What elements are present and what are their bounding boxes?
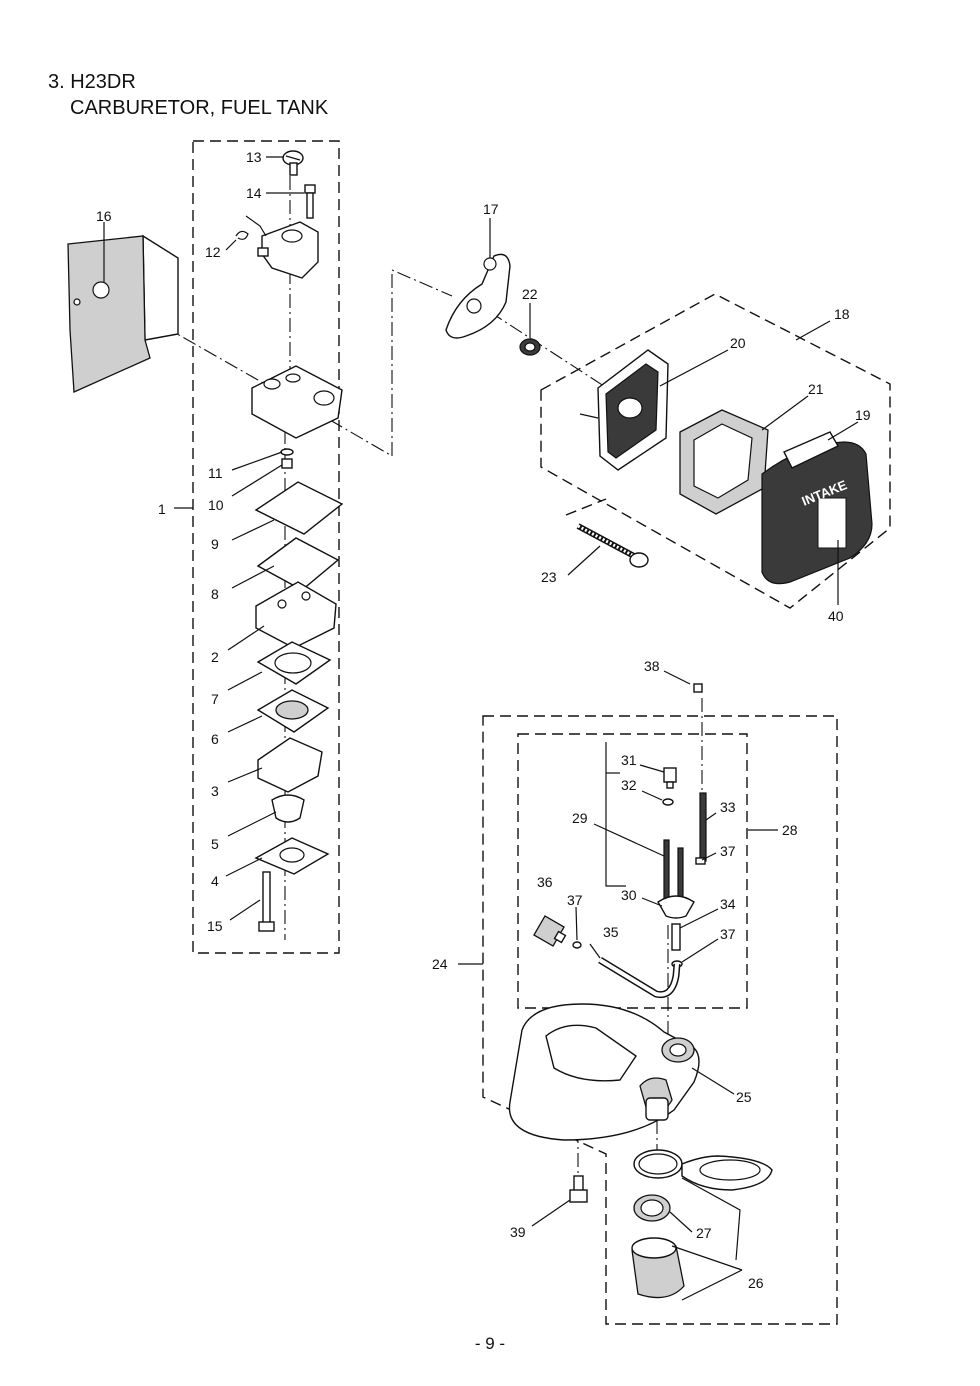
callout-22: 22 [522,286,538,302]
callout-20: 20 [730,335,746,351]
part-11-o-ring [280,448,294,456]
part-36-fuel-filter [533,915,567,947]
carburetor-assembly-box [192,140,340,954]
part-14-screw [304,184,316,219]
part-23-long-screw [576,523,649,568]
callout-40: 40 [828,608,844,624]
part-37-clip-c [695,857,706,865]
part-38-cap [693,683,703,693]
callout-24: 24 [432,956,448,972]
screw-guide-dash [565,498,607,516]
callout-37-left: 37 [567,892,583,908]
part-27-hole [640,1199,664,1217]
callout-7: 7 [211,691,219,707]
callout-1: 1 [158,501,166,517]
callout-29: 29 [572,810,588,826]
part-8-diaphragm [256,537,340,591]
part-5-primer [271,794,305,823]
part-20-air-cleaner-case [579,349,669,471]
centerline-flange-case [489,311,611,391]
callout-9: 9 [211,536,219,552]
part-12-clip [235,230,249,240]
callout-17: 17 [483,201,499,217]
callout-28: 28 [782,822,798,838]
callout-5: 5 [211,836,219,852]
callout-38: 38 [644,658,660,674]
callout-10: 10 [208,497,224,513]
section-subtitle: CARBURETOR, FUEL TANK [70,97,329,119]
callout-2: 2 [211,649,219,665]
callout-39: 39 [510,1224,526,1240]
part-2-pump-body [255,581,337,649]
callout-27: 27 [696,1225,712,1241]
part-19-air-cleaner-cover: INTAKE [761,431,873,585]
part-29-pipe-b [677,847,684,903]
part-9-gasket [254,481,344,535]
fuel-pipe-assembly-box [517,733,748,1009]
callout-4: 4 [211,873,219,889]
part-22-hole [524,342,536,352]
page-number: - 9 - [474,1334,506,1353]
part-21-filter-element [679,409,769,515]
callout-37-upper: 37 [720,843,736,859]
part-4-hole [279,847,305,863]
callout-33: 33 [720,799,736,815]
callout-23: 23 [541,569,557,585]
part-30-grommet [657,895,695,919]
part-37-clip-a [572,941,582,949]
part-29-pipe-a [663,839,670,903]
callout-14: 14 [246,185,262,201]
callout-21: 21 [808,381,824,397]
part-15-bolt [258,871,275,932]
part-7-opening [274,652,312,674]
centerline-carb-out [329,419,393,457]
part-32-clip [662,798,674,806]
callout-36: 36 [537,874,553,890]
callout-34: 34 [720,896,736,912]
part-13-screw [282,150,304,176]
callout-3: 3 [211,783,219,799]
part-34-fitting [671,923,681,951]
part-26-fuel-cap [631,1237,685,1299]
section-title: 3. H23DR [48,71,136,93]
callout-32: 32 [621,777,637,793]
part-6-center [275,700,309,720]
part-16-insulator [67,234,179,393]
part-10-needle [281,458,293,469]
part-3-cover [257,737,323,793]
callout-18: 18 [834,306,850,322]
part-31-filter [663,767,677,789]
callout-25: 25 [736,1089,752,1105]
part-33-pipe [699,792,707,862]
callout-8: 8 [211,586,219,602]
centerline-to-flange [391,269,453,456]
callout-13: 13 [246,149,262,165]
callout-31: 31 [621,752,637,768]
carburetor-upper-body [257,221,319,279]
callout-15: 15 [207,918,223,934]
part-17-flange [445,253,511,339]
part-26-cap-strap [633,1149,773,1191]
callout-16: 16 [96,208,112,224]
callout-35: 35 [603,924,619,940]
callout-19: 19 [855,407,871,423]
callout-11: 11 [208,465,223,481]
callout-6: 6 [211,731,219,747]
callout-30: 30 [621,887,637,903]
callout-26: 26 [748,1275,764,1291]
air-cleaner-assembly-box [540,293,891,609]
part-39-bolt [569,1175,588,1203]
callout-numbers: 13 14 12 16 11 10 1 9 8 2 7 6 3 5 4 15 1… [96,149,871,1291]
callout-37-right: 37 [720,926,736,942]
carburetor-main-body [251,365,343,439]
leader-lines [103,156,859,1301]
part-25-fuel-tank [508,1003,700,1141]
fuel-tank-assembly-box [482,715,838,1325]
callout-12: 12 [205,244,221,260]
